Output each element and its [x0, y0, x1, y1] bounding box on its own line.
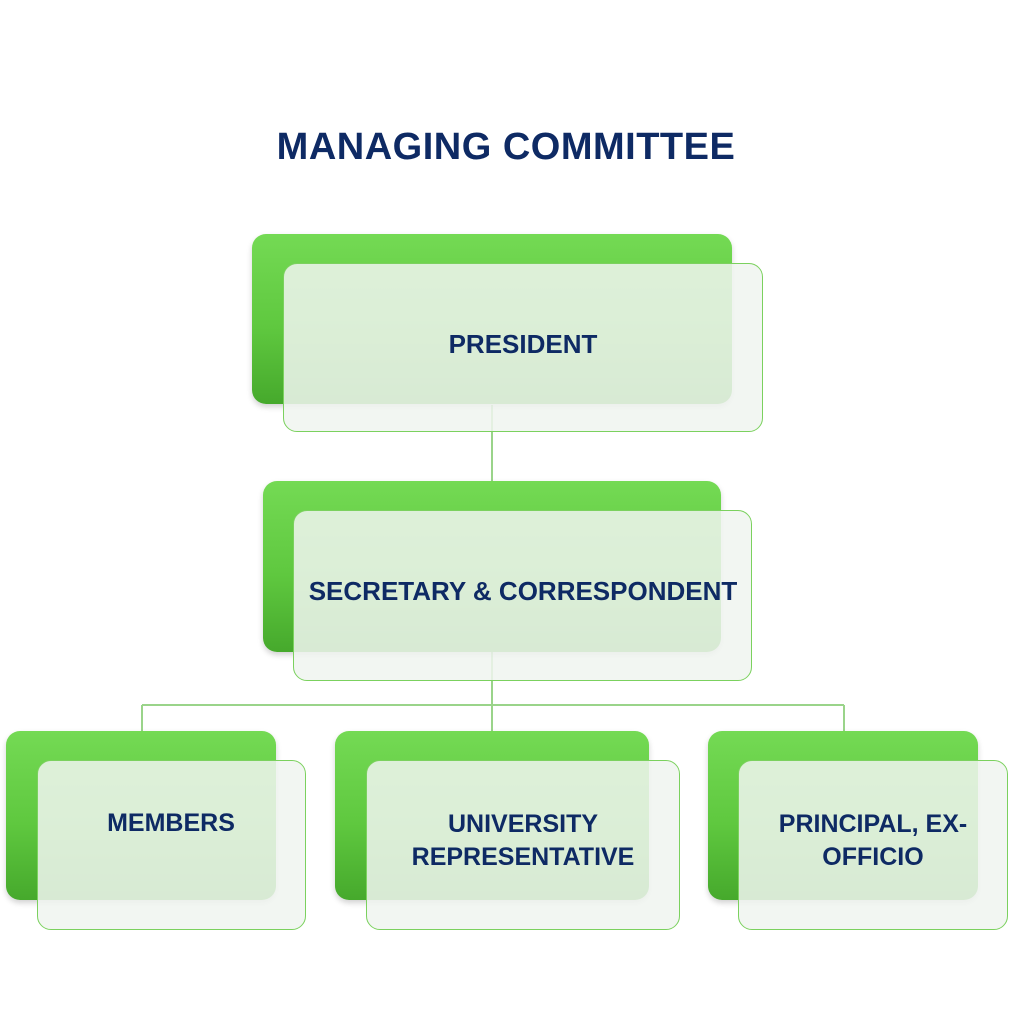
node-principal-label-line1: PRINCIPAL, EX- — [778, 810, 968, 838]
node-principal-front — [738, 760, 1008, 930]
node-university-label: UNIVERSITY REPRESENTATIVE — [366, 808, 680, 873]
node-university-front — [366, 760, 680, 930]
node-members-label: MEMBERS — [107, 809, 235, 837]
node-president-label: PRESIDENT — [448, 329, 598, 359]
node-president-front — [283, 263, 763, 432]
node-secretary-label: SECRETARY & CORRESPONDENT — [308, 576, 738, 606]
node-principal-label-line2: OFFICIO — [822, 842, 924, 871]
node-members-front — [37, 760, 306, 930]
node-secretary-front — [293, 510, 752, 681]
chart-title: MANAGING COMMITTEE — [276, 126, 736, 168]
node-university-label-line2: REPRESENTATIVE — [411, 842, 635, 871]
node-university-label-line1: UNIVERSITY — [447, 810, 599, 838]
node-principal-label: PRINCIPAL, EX- OFFICIO — [728, 808, 1018, 873]
